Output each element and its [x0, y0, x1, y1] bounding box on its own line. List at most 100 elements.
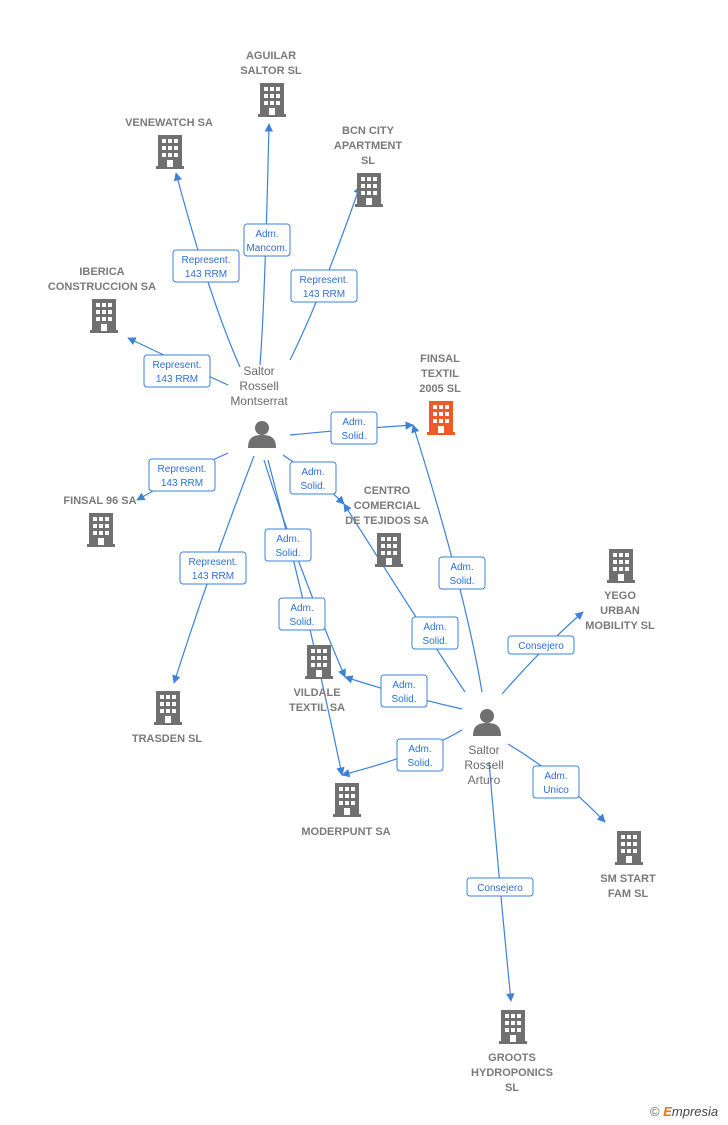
edge-label[interactable]: Represent.143 RRM: [179, 551, 247, 585]
edge-label-box: [330, 411, 378, 445]
edge-label-box: [243, 223, 291, 257]
edge-montserrat-venewatch: [173, 172, 241, 368]
edge-label[interactable]: Adm.Solid.: [380, 674, 428, 708]
building-icon: [333, 783, 361, 817]
edge-label[interactable]: Adm.Mancom.: [243, 223, 291, 257]
edge-label-text: Adm.: [290, 603, 313, 614]
edge-label[interactable]: Adm. Solid.: [330, 411, 378, 445]
company-node-finsal96[interactable]: FINSAL 96 SA: [63, 495, 137, 547]
edge-label-text: Adm.: [544, 771, 567, 782]
edge-label-text: Solid.: [407, 758, 432, 769]
building-icon: [90, 299, 118, 333]
company-label: URBAN: [600, 605, 640, 617]
edge-label-text: Solid.: [341, 431, 366, 442]
edge-label-text: Solid.: [289, 617, 314, 628]
company-label: COMERCIAL: [354, 500, 421, 512]
edge-montserrat-vildale: [263, 459, 346, 678]
edge-label-box: [411, 616, 459, 650]
edge-label-text: Adm.: [301, 467, 324, 478]
company-label: TEXTIL: [421, 368, 459, 380]
company-label: MOBILITY SL: [585, 620, 655, 632]
person-icon: [248, 421, 276, 448]
edge-label-box: [396, 738, 444, 772]
company-label: DE TEJIDOS SA: [345, 515, 429, 527]
edge-label-text: Adm.: [342, 417, 365, 428]
company-label: YEGO: [604, 590, 636, 602]
edge-label[interactable]: Adm.Unico: [532, 765, 580, 799]
edge-label-text: 143 RRM: [303, 289, 345, 300]
edge-label-box: [380, 674, 428, 708]
edge-label-text: Adm.: [408, 744, 431, 755]
edge-label-box: [148, 458, 216, 492]
edge-label[interactable]: Adm. Solid.: [411, 616, 459, 650]
edge-label-text: Mancom.: [246, 243, 287, 254]
brand-name: mpresia: [671, 1104, 719, 1119]
building-icon: [607, 549, 635, 583]
brand-logo-e: E: [663, 1104, 672, 1119]
edge-label[interactable]: Adm.Solid.: [264, 528, 312, 562]
edge-label-box: [143, 354, 211, 388]
edge-label[interactable]: Represent.143 RRM: [148, 458, 216, 492]
building-icon: [355, 173, 383, 207]
company-label: CONSTRUCCION SA: [48, 281, 156, 293]
company-node-aguilar[interactable]: AGUILAR SALTOR SL: [240, 50, 302, 117]
company-label: AGUILAR: [246, 50, 296, 62]
building-icon: [156, 135, 184, 169]
edge-label[interactable]: Consejero: [466, 877, 534, 897]
edge-label-text: Solid.: [422, 636, 447, 647]
company-node-yego[interactable]: YEGO URBAN MOBILITY SL: [585, 549, 655, 632]
company-label: GROOTS: [488, 1052, 536, 1064]
company-label: 2005 SL: [419, 383, 461, 395]
company-label: TRASDEN SL: [132, 733, 203, 745]
edge-label[interactable]: Consejero: [507, 635, 575, 655]
building-icon: [258, 83, 286, 117]
edge-label-text: Adm.: [276, 534, 299, 545]
edge-arturo-centro: [343, 503, 466, 693]
edge-label-box: [179, 551, 247, 585]
edge-label[interactable]: Adm.Solid.: [438, 556, 486, 590]
company-node-venewatch[interactable]: VENEWATCH SA: [125, 117, 213, 169]
edge-label-text: Represent.: [300, 275, 349, 286]
building-icon: [305, 645, 333, 679]
company-node-trasden[interactable]: TRASDEN SL: [132, 691, 203, 745]
edge-label-text: Adm.: [450, 562, 473, 573]
copyright-icon: ©: [650, 1104, 660, 1119]
edge-label[interactable]: Adm. Solid.: [396, 738, 444, 772]
company-label: SL: [505, 1082, 519, 1094]
edge-label-text: 143 RRM: [156, 374, 198, 385]
company-node-moderpunt[interactable]: MODERPUNT SA: [301, 783, 391, 838]
company-label: SL: [361, 155, 375, 167]
edge-label[interactable]: Adm.Solid.: [289, 461, 337, 495]
edge-label-text: Adm.: [423, 622, 446, 633]
edge-label-text: Represent.: [153, 360, 202, 371]
company-label: VILDALE: [293, 687, 340, 699]
edge-label[interactable]: Adm. Solid.: [278, 597, 326, 631]
person-label: Montserrat: [230, 394, 288, 408]
edge-label-text: Consejero: [477, 883, 523, 894]
edge-label[interactable]: Represent.143 RRM: [172, 249, 240, 283]
building-icon: [499, 1010, 527, 1044]
person-label: Rossell: [464, 758, 503, 772]
building-icon: [615, 831, 643, 865]
company-label: BCN CITY: [342, 125, 395, 137]
edge-label-box: [466, 877, 534, 897]
company-label: SALTOR SL: [240, 65, 302, 77]
building-icon: [427, 401, 455, 435]
edge-label[interactable]: Represent. 143 RRM: [143, 354, 211, 388]
edge-label-text: 143 RRM: [161, 478, 203, 489]
person-icon: [473, 709, 501, 736]
person-label: Saltor: [243, 364, 274, 378]
company-label: FINSAL 96 SA: [63, 495, 136, 507]
edge-label[interactable]: Represent. 143 RRM: [290, 269, 358, 303]
edge-label-text: 143 RRM: [192, 571, 234, 582]
